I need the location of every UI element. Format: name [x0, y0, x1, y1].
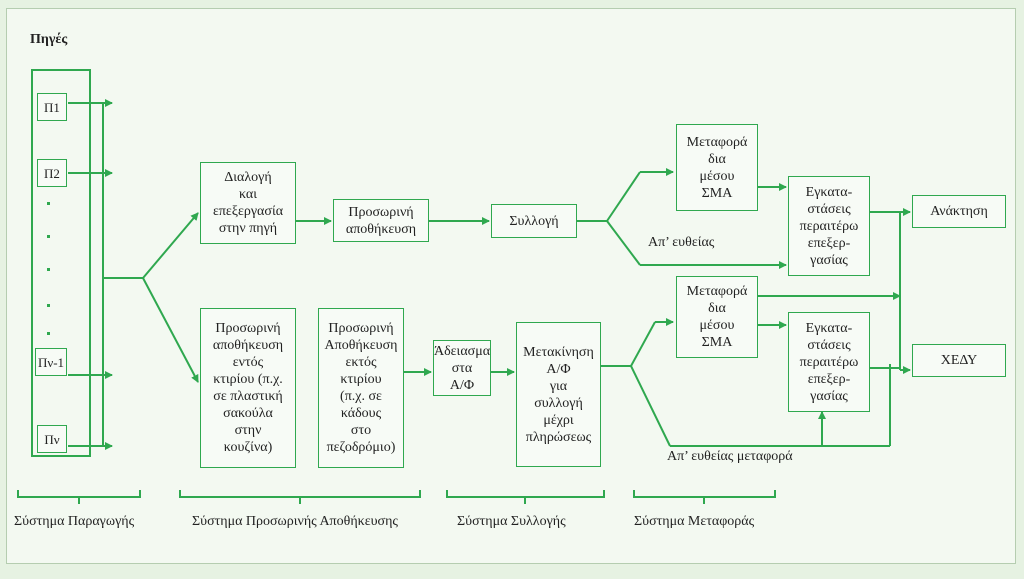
system-production: Σύστημα Παραγωγής	[14, 514, 135, 529]
bottom-branch-down	[630, 365, 671, 447]
brace-collection	[446, 490, 605, 504]
vertical-dots	[47, 202, 50, 335]
system-temp-storage: Σύστημα Προσωρινής Αποθήκευσης	[192, 514, 398, 529]
box-emptying: Άδειασμα στα Α/Φ	[433, 340, 491, 396]
box-landfill: ΧΕΔΥ	[912, 344, 1006, 377]
system-collection: Σύστημα Συλλογής	[457, 514, 566, 529]
source-p1: Π1	[37, 93, 67, 121]
arrow-split-up	[142, 212, 199, 279]
top-branch-up	[606, 171, 641, 222]
box-indoor-storage: Προσωρινή αποθήκευση εντός κτιρίου (π.χ.…	[200, 308, 296, 468]
brace-transport	[633, 490, 776, 504]
brace-production	[17, 490, 141, 504]
source-p2: Π2	[37, 159, 67, 187]
diagram-frame	[6, 8, 1016, 564]
box-transport-top: Μεταφορά δια μέσου ΣΜΑ	[676, 124, 758, 211]
box-facilities-top: Εγκατα- στάσεις περαιτέρω επεξερ- γασίας	[788, 176, 870, 276]
box-transport-bottom: Μεταφορά δια μέσου ΣΜΑ	[676, 276, 758, 358]
sources-container	[31, 69, 91, 457]
box-collection: Συλλογή	[491, 204, 577, 238]
sources-title: Πηγές	[30, 32, 68, 47]
system-transport: Σύστημα Μεταφοράς	[634, 514, 755, 529]
source-pn: Πν	[37, 425, 67, 453]
box-recovery: Ανάκτηση	[912, 195, 1006, 228]
box-temp-storage: Προσωρινή αποθήκευση	[333, 199, 429, 242]
bottom-branch-up	[630, 321, 656, 367]
label-direct-bottom: Απ’ ευθείας μεταφορά	[667, 449, 793, 464]
top-branch-down	[606, 220, 641, 266]
label-direct-top: Απ’ ευθείας	[648, 235, 715, 250]
box-facilities-bottom: Εγκατα- στάσεις περαιτέρω επεξερ- γασίας	[788, 312, 870, 412]
box-moving: Μετακίνηση Α/Φ για συλλογή μέχρι πληρώσε…	[516, 322, 601, 467]
box-outdoor-storage: Προσωρινή Αποθήκευση εκτός κτιρίου (π.χ.…	[318, 308, 404, 468]
source-pn1: Πν-1	[35, 348, 67, 376]
brace-temp-storage	[179, 490, 421, 504]
arrow-split-down	[142, 277, 199, 383]
box-sorting: Διαλογή και επεξεργασία στην πηγή	[200, 162, 296, 244]
